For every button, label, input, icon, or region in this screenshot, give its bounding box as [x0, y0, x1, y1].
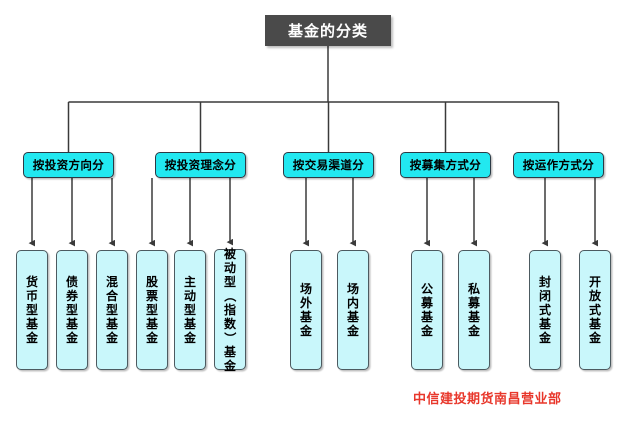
leaf-node-char: 金: [467, 324, 480, 338]
watermark-text: 中信建投期货南昌营业部: [413, 392, 562, 407]
leaf-node-char: 基: [65, 317, 78, 331]
leaf-node-char: 基: [588, 317, 601, 331]
leaf-node-char: 式: [538, 303, 551, 317]
leaf-node-char: 金: [299, 324, 312, 338]
leaf-node-char: 金: [346, 324, 359, 338]
leaf-node-char: 券: [65, 289, 78, 303]
category-node-1[interactable]: 按投资方向分: [23, 152, 114, 178]
leaf-node-char: 指: [223, 302, 236, 317]
leaf-node[interactable]: 封闭式基金: [529, 250, 561, 370]
category-node-4[interactable]: 按募集方式分: [400, 152, 491, 178]
category-node-3[interactable]: 按交易渠道分: [283, 152, 374, 178]
leaf-node-char: 型: [105, 303, 118, 317]
leaf-node-char: 封: [538, 275, 551, 289]
leaf-node-char: 基: [145, 317, 158, 331]
leaf-node-char: 外: [299, 296, 312, 310]
leaf-node-char: 数: [223, 316, 236, 331]
leaf-node-char: 金: [105, 331, 118, 345]
leaf-node-char: 私: [467, 282, 480, 296]
leaf-node-char: 票: [145, 289, 158, 303]
leaf-node-char: 金: [65, 331, 78, 345]
leaf-node-char: 基: [299, 310, 312, 324]
leaf-node[interactable]: 场外基金: [290, 250, 322, 370]
category-node-label: 按交易渠道分: [292, 158, 365, 172]
leaf-node-char: 基: [420, 310, 433, 324]
leaf-node-char: 型: [25, 303, 38, 317]
leaf-node-char: 基: [183, 317, 196, 331]
leaf-node-char: 型: [183, 303, 196, 317]
leaf-node-char: 金: [420, 324, 433, 338]
leaf-node-char: 金: [145, 331, 158, 345]
leaf-node[interactable]: 货币型基金: [16, 250, 48, 370]
leaf-node[interactable]: 被动型（指数）基金: [214, 246, 246, 373]
leaf-node-char: 型: [223, 274, 236, 289]
leaf-node-char: 币: [25, 289, 38, 303]
leaf-node-char: 募: [420, 296, 433, 310]
category-node-label: 按投资理念分: [164, 158, 237, 172]
leaf-node-char: 主: [183, 275, 196, 289]
leaf-node-char: 放: [588, 289, 601, 303]
leaf-node-char: 基: [25, 317, 38, 331]
leaf-node-char: 金: [183, 331, 196, 345]
leaf-node-char: 被: [223, 246, 236, 261]
leaf-node-char: 闭: [538, 289, 551, 303]
category-node-label: 按运作方式分: [522, 158, 595, 172]
leaf-node-char: 基: [223, 344, 236, 359]
leaf-node-char: 动: [223, 260, 236, 275]
leaf-node-char: 场: [299, 282, 312, 296]
category-node-5[interactable]: 按运作方式分: [513, 152, 604, 178]
leaf-node-char: 募: [467, 296, 480, 310]
leaf-node-char: 场: [346, 282, 359, 296]
leaf-node-char: （: [222, 289, 237, 302]
leaf-node[interactable]: 混合型基金: [96, 250, 128, 370]
leaf-node-char: 基: [467, 310, 480, 324]
leaf-node-char: 型: [65, 303, 78, 317]
root-node-fund-classification[interactable]: 基金的分类: [265, 15, 391, 46]
leaf-node-char: 动: [183, 289, 196, 303]
category-node-label: 按投资方向分: [32, 158, 105, 172]
leaf-node-char: 基: [105, 317, 118, 331]
leaf-node-char: 内: [346, 296, 359, 310]
leaf-node-char: 基: [346, 310, 359, 324]
leaf-node[interactable]: 股票型基金: [136, 250, 168, 370]
leaf-node-char: 股: [145, 275, 158, 289]
leaf-node-char: 基: [538, 317, 551, 331]
leaf-node[interactable]: 场内基金: [337, 250, 369, 370]
leaf-node[interactable]: 主动型基金: [174, 250, 206, 370]
leaf-node-char: 货: [25, 275, 38, 289]
leaf-node-char: 开: [588, 275, 601, 289]
leaf-node-char: 公: [420, 282, 433, 296]
leaf-node[interactable]: 债券型基金: [56, 250, 88, 370]
leaf-node-char: 型: [145, 303, 158, 317]
leaf-node-char: 金: [223, 358, 236, 373]
leaf-node[interactable]: 开放式基金: [579, 250, 611, 370]
leaf-node[interactable]: 公募基金: [411, 250, 443, 370]
leaf-node-char: 金: [588, 331, 601, 345]
leaf-node-char: ）: [222, 331, 237, 344]
leaf-node-char: 混: [105, 275, 118, 289]
leaf-node[interactable]: 私募基金: [458, 250, 490, 370]
leaf-node-char: 金: [25, 331, 38, 345]
category-node-label: 按募集方式分: [409, 158, 482, 172]
leaf-node-char: 金: [538, 331, 551, 345]
leaf-node-char: 式: [588, 303, 601, 317]
category-node-2[interactable]: 按投资理念分: [155, 152, 246, 178]
leaf-node-char: 合: [105, 289, 118, 303]
leaf-node-char: 债: [65, 275, 78, 289]
